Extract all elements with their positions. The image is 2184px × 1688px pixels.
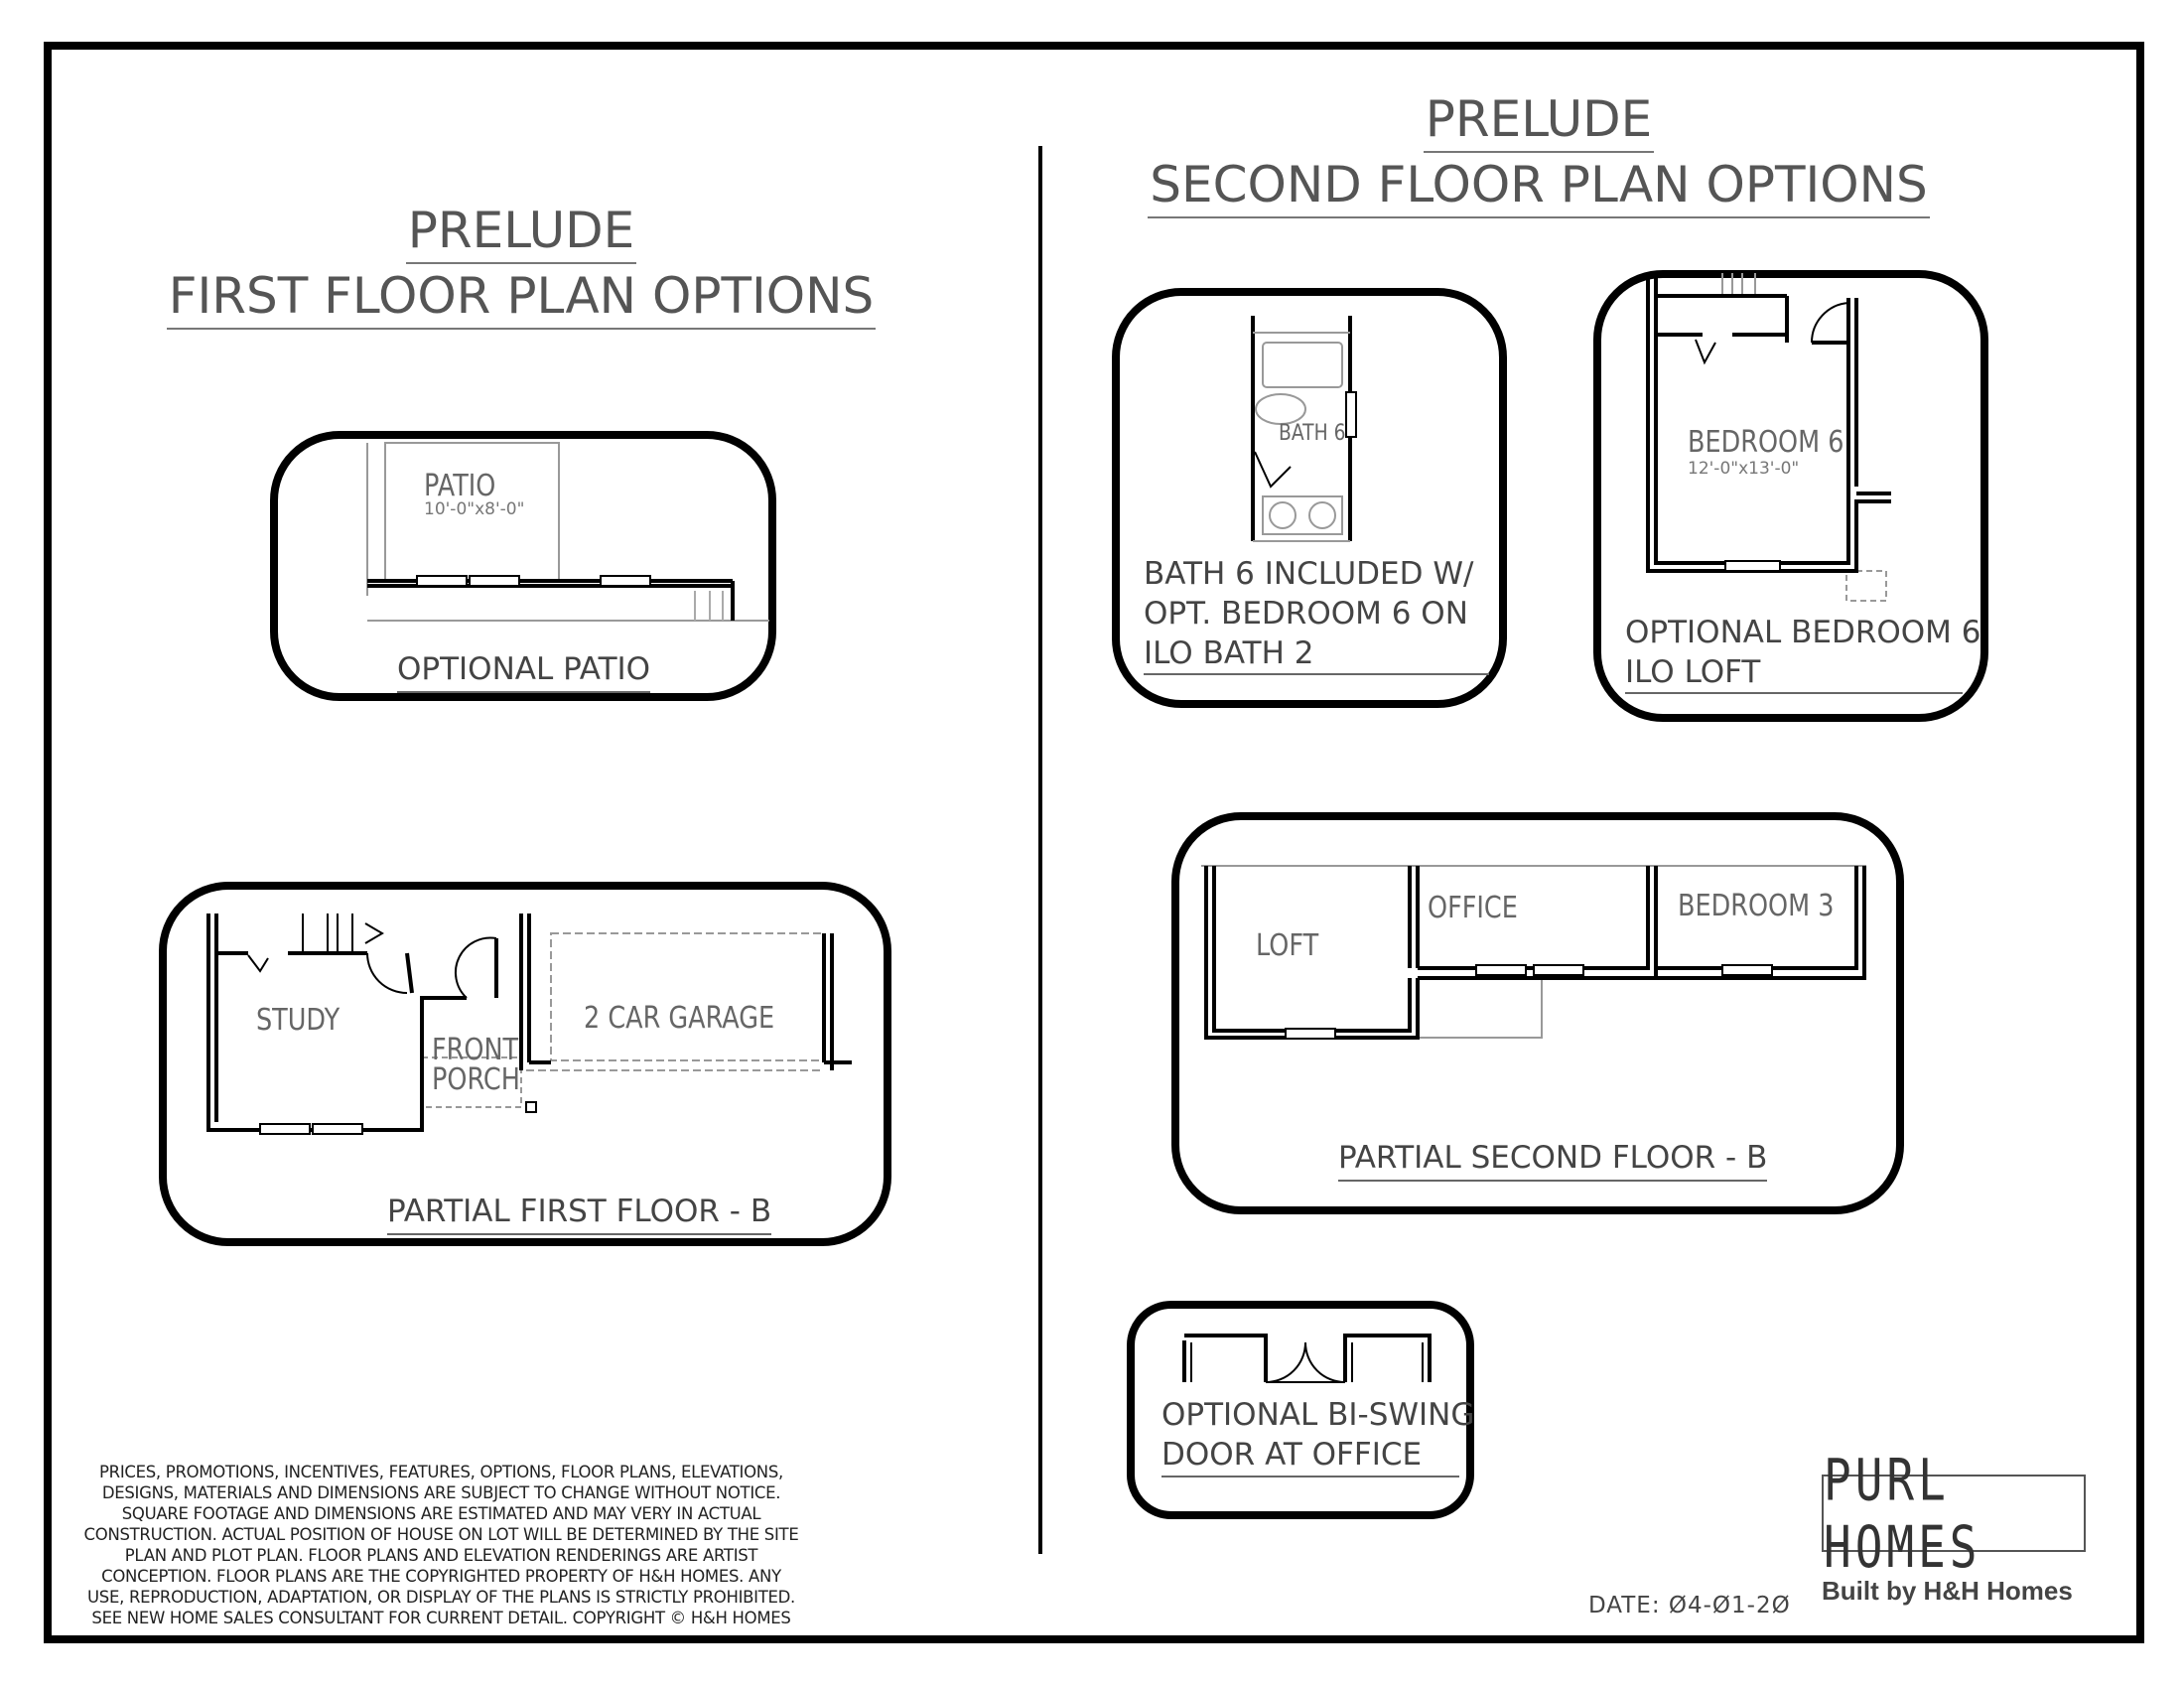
optional-patio-panel bbox=[270, 431, 776, 701]
second-floor-title-line1: PRELUDE bbox=[1423, 87, 1655, 153]
biswing-caption-line2: DOOR AT OFFICE bbox=[1161, 1437, 1423, 1473]
logo-text: PURL HOMES bbox=[1824, 1446, 1981, 1581]
bedroom6-option-caption: OPTIONAL BEDROOM 6 ILO LOFT bbox=[1625, 613, 1980, 692]
bath6-option-panel bbox=[1112, 288, 1507, 708]
first-floor-title-line1: PRELUDE bbox=[405, 199, 637, 264]
bath6-caption-underline bbox=[1144, 673, 1489, 675]
partial-first-floor-panel bbox=[159, 882, 891, 1246]
builder-tagline: Built by H&H Homes bbox=[1822, 1576, 2073, 1606]
second-floor-title-line2: SECOND FLOOR PLAN OPTIONS bbox=[1148, 153, 1930, 218]
optional-patio-caption: OPTIONAL PATIO bbox=[397, 649, 651, 693]
partial-second-floor-caption-text: PARTIAL SECOND FLOOR - B bbox=[1338, 1138, 1768, 1182]
bedroom6-room-dims: 12'-0"x13'-0" bbox=[1688, 459, 1800, 479]
plan-date: DATE: Ø4-Ø1-2Ø bbox=[1588, 1593, 1791, 1618]
partial-second-floor-panel bbox=[1171, 812, 1904, 1214]
bath6-caption-line2: OPT. BEDROOM 6 ON bbox=[1144, 596, 1468, 632]
biswing-option-caption: OPTIONAL BI-SWING DOOR AT OFFICE bbox=[1161, 1395, 1474, 1475]
first-floor-title: PRELUDE FIRST FLOOR PLAN OPTIONS bbox=[149, 199, 893, 330]
bath6-caption-line1: BATH 6 INCLUDED W/ bbox=[1144, 556, 1474, 592]
bedroom6-caption-line2: ILO LOFT bbox=[1625, 654, 1761, 690]
patio-room-dims: 10'-0"x8'-0" bbox=[424, 499, 525, 519]
biswing-option-panel bbox=[1127, 1301, 1474, 1519]
partial-first-floor-caption: PARTIAL FIRST FLOOR - B bbox=[387, 1192, 772, 1235]
bath6-room-label: BATH 6 bbox=[1279, 421, 1346, 446]
first-floor-title-line2: FIRST FLOOR PLAN OPTIONS bbox=[166, 264, 877, 330]
bedroom6-option-panel bbox=[1593, 270, 1988, 722]
bath6-option-caption: BATH 6 INCLUDED W/ OPT. BEDROOM 6 ON ILO… bbox=[1144, 554, 1473, 673]
optional-patio-caption-text: OPTIONAL PATIO bbox=[397, 649, 651, 693]
bedroom3-room-label: BEDROOM 3 bbox=[1678, 889, 1835, 923]
bedroom6-room-label: BEDROOM 6 bbox=[1688, 425, 1844, 460]
bath6-caption-line3: ILO BATH 2 bbox=[1144, 635, 1314, 671]
partial-second-floor-caption: PARTIAL SECOND FLOOR - B bbox=[1338, 1138, 1768, 1182]
loft-room-label: LOFT bbox=[1256, 928, 1319, 963]
sheet-border bbox=[44, 42, 2144, 1643]
bedroom6-caption-line1: OPTIONAL BEDROOM 6 bbox=[1625, 615, 1981, 650]
legal-disclaimer: PRICES, PROMOTIONS, INCENTIVES, FEATURES… bbox=[83, 1463, 799, 1627]
front-porch-label-line1: FRONT bbox=[432, 1033, 519, 1067]
office-room-label: OFFICE bbox=[1428, 891, 1518, 925]
front-porch-label-line2: PORCH bbox=[432, 1062, 520, 1097]
study-room-label: STUDY bbox=[256, 1003, 341, 1038]
second-floor-title: PRELUDE SECOND FLOOR PLAN OPTIONS bbox=[1142, 87, 1936, 218]
garage-room-label: 2 CAR GARAGE bbox=[584, 1001, 775, 1036]
biswing-caption-line1: OPTIONAL BI-SWING bbox=[1161, 1397, 1475, 1433]
center-divider bbox=[1038, 146, 1042, 1554]
bedroom6-caption-underline bbox=[1625, 692, 1963, 694]
purl-homes-logo: PURL HOMES bbox=[1822, 1447, 2086, 1581]
biswing-caption-underline bbox=[1161, 1476, 1459, 1477]
patio-room-label: PATIO bbox=[424, 469, 496, 503]
partial-first-floor-caption-text: PARTIAL FIRST FLOOR - B bbox=[387, 1192, 772, 1235]
